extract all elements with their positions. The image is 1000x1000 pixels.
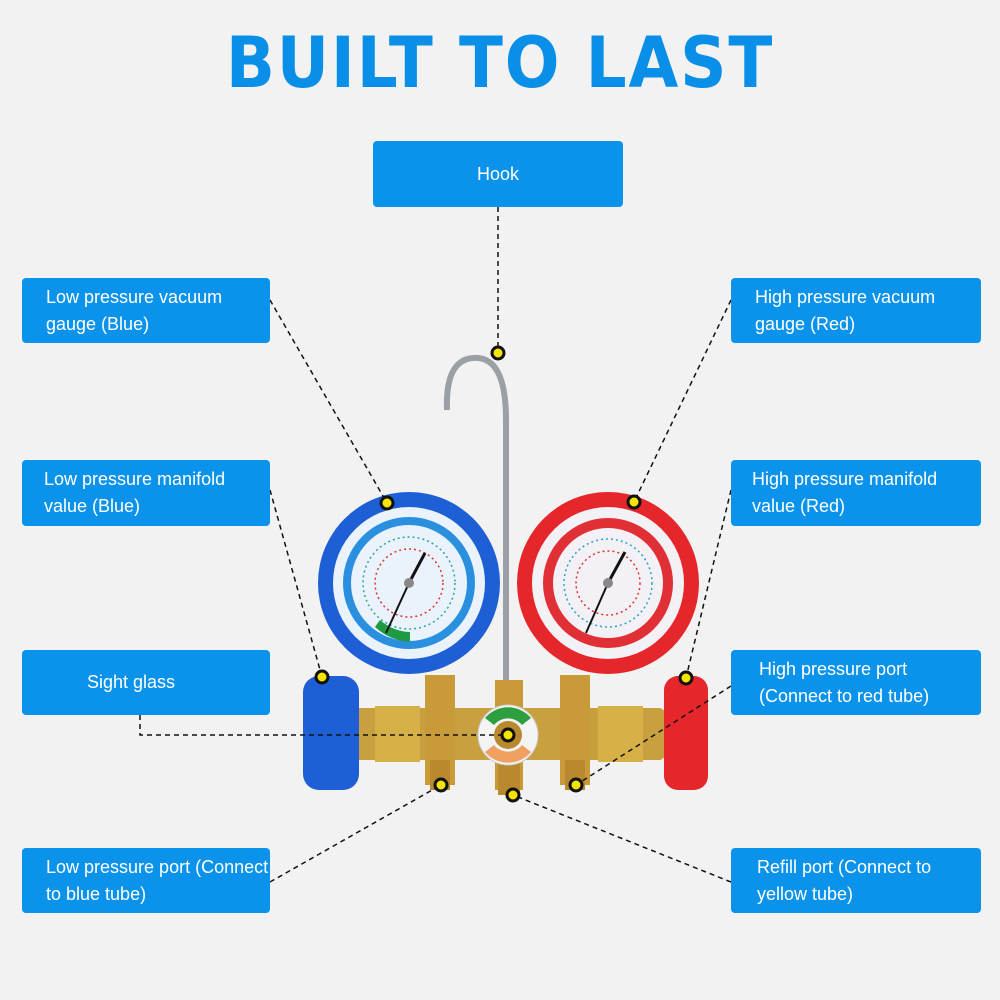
label-low-vacuum-gauge: Low pressure vacuum gauge (Blue) (22, 278, 270, 343)
page-title: BUILT TO LAST (225, 22, 775, 104)
hook (443, 354, 509, 700)
low-pressure-gauge (318, 492, 500, 674)
high-pressure-gauge (517, 492, 699, 674)
red-knob (664, 676, 708, 790)
label-low-port: Low pressure port (Connect to blue tube) (22, 848, 270, 913)
label-high-port: High pressure port (Connect to red tube) (731, 650, 981, 715)
label-high-vacuum-gauge: High pressure vacuum gauge (Red) (731, 278, 981, 343)
label-low-manifold: Low pressure manifold value (Blue) (22, 460, 270, 526)
blue-knob (303, 676, 359, 790)
label-sight-glass: Sight glass (22, 650, 270, 715)
callout-dots (314, 345, 694, 803)
label-refill-port: Refill port (Connect to yellow tube) (731, 848, 981, 913)
leader-lines (139, 207, 732, 883)
label-high-manifold: High pressure manifold value (Red) (731, 460, 981, 526)
label-hook: Hook (373, 141, 623, 207)
